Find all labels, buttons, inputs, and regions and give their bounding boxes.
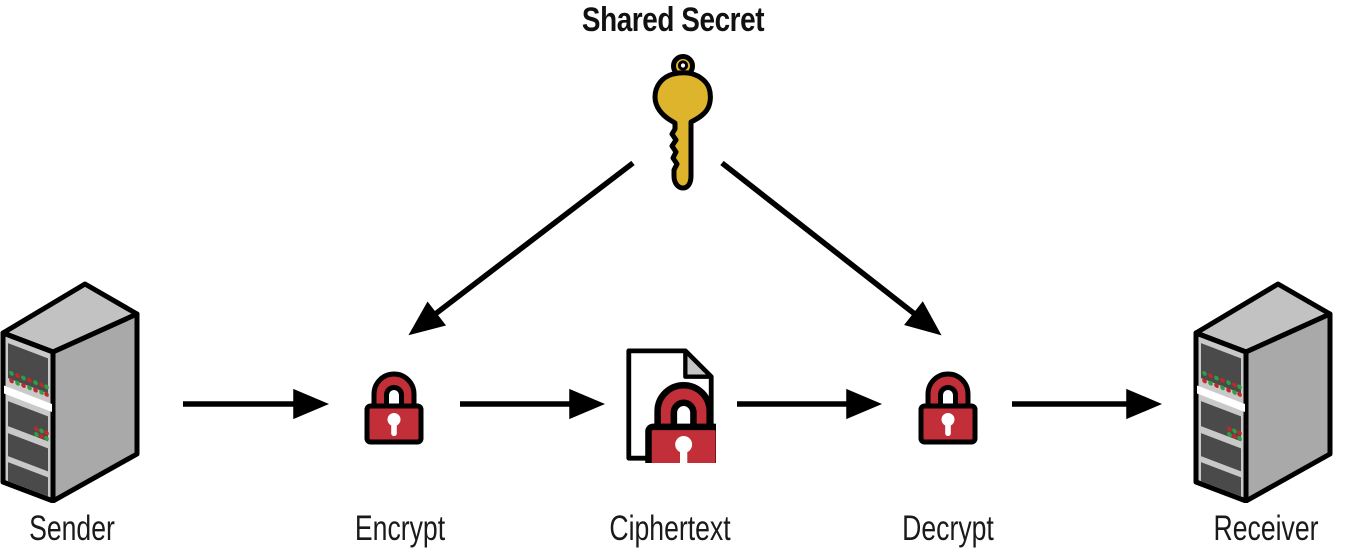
arrow-key-encrypt <box>408 160 635 336</box>
node-label-receiver: Receiver <box>1213 509 1319 548</box>
node-label-sender: Sender <box>29 509 115 548</box>
node-label-encrypt: Encrypt <box>354 509 446 548</box>
key-icon <box>652 54 713 191</box>
arrow-sender-encrypt <box>183 388 330 420</box>
padlock-icon-decrypt <box>918 366 978 445</box>
arrow-encrypt-ciphertext <box>460 388 606 420</box>
arrow-ciphertext-decrypt <box>737 388 883 420</box>
locked-document-icon-ciphertext <box>626 348 716 463</box>
server-icon-receiver <box>1193 281 1333 503</box>
diagram-title: Shared Secret <box>581 1 765 39</box>
padlock-icon-encrypt <box>364 366 424 445</box>
node-label-ciphertext: Ciphertext <box>609 509 731 548</box>
node-label-decrypt: Decrypt <box>902 509 994 548</box>
arrow-decrypt-receiver <box>1012 388 1163 420</box>
arrow-key-decrypt <box>720 160 942 336</box>
server-icon-sender <box>0 281 140 503</box>
